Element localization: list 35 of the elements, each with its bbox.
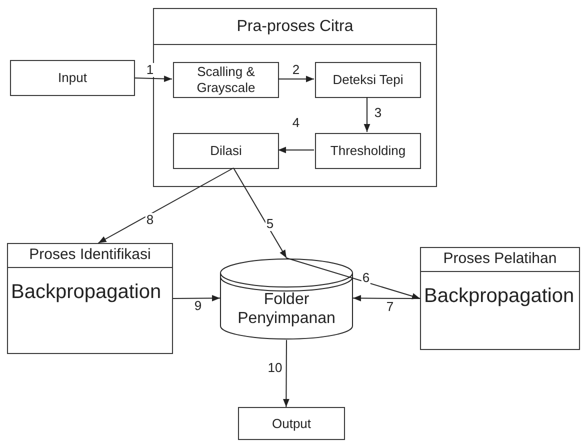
edge-label: 5 — [265, 217, 275, 231]
edge-label: 4 — [291, 116, 301, 130]
process-box: Input — [10, 60, 135, 96]
group-box — [153, 8, 437, 187]
edge-label: 9 — [193, 299, 203, 313]
edge-label: 7 — [385, 300, 395, 314]
edge-label: 1 — [145, 63, 155, 77]
edge-label: 8 — [145, 213, 155, 227]
arrow — [134, 76, 172, 82]
panel-title: Proses Pelatihan — [443, 249, 557, 270]
arrow — [286, 258, 420, 300]
panel-title: Proses Identifikasi — [29, 245, 151, 266]
arrow — [172, 295, 220, 302]
method-label: Backpropagation — [11, 280, 162, 305]
process-panel — [420, 247, 580, 350]
arrow — [283, 340, 290, 408]
storage-label: Folder Penyimpanan — [236, 290, 336, 328]
edge-label: 10 — [266, 361, 284, 375]
arrow — [278, 146, 314, 154]
process-box: Dilasi — [173, 133, 279, 169]
method-label: Backpropagation — [424, 284, 574, 309]
process-box: Thresholding — [315, 133, 421, 169]
arrow — [278, 76, 314, 82]
arrow — [232, 168, 287, 258]
edge-label: 3 — [373, 106, 383, 120]
process-box: Deteksi Tepi — [315, 62, 421, 98]
edge-label: 6 — [361, 271, 371, 285]
process-panel — [7, 243, 173, 354]
process-box: Output — [238, 407, 345, 440]
arrow — [98, 168, 234, 244]
arrow — [352, 295, 420, 302]
process-box: Scalling & Grayscale — [173, 62, 279, 98]
arrow — [364, 96, 370, 132]
panel-title: Pra-proses Citra — [236, 16, 354, 36]
edge-label: 2 — [291, 63, 301, 77]
